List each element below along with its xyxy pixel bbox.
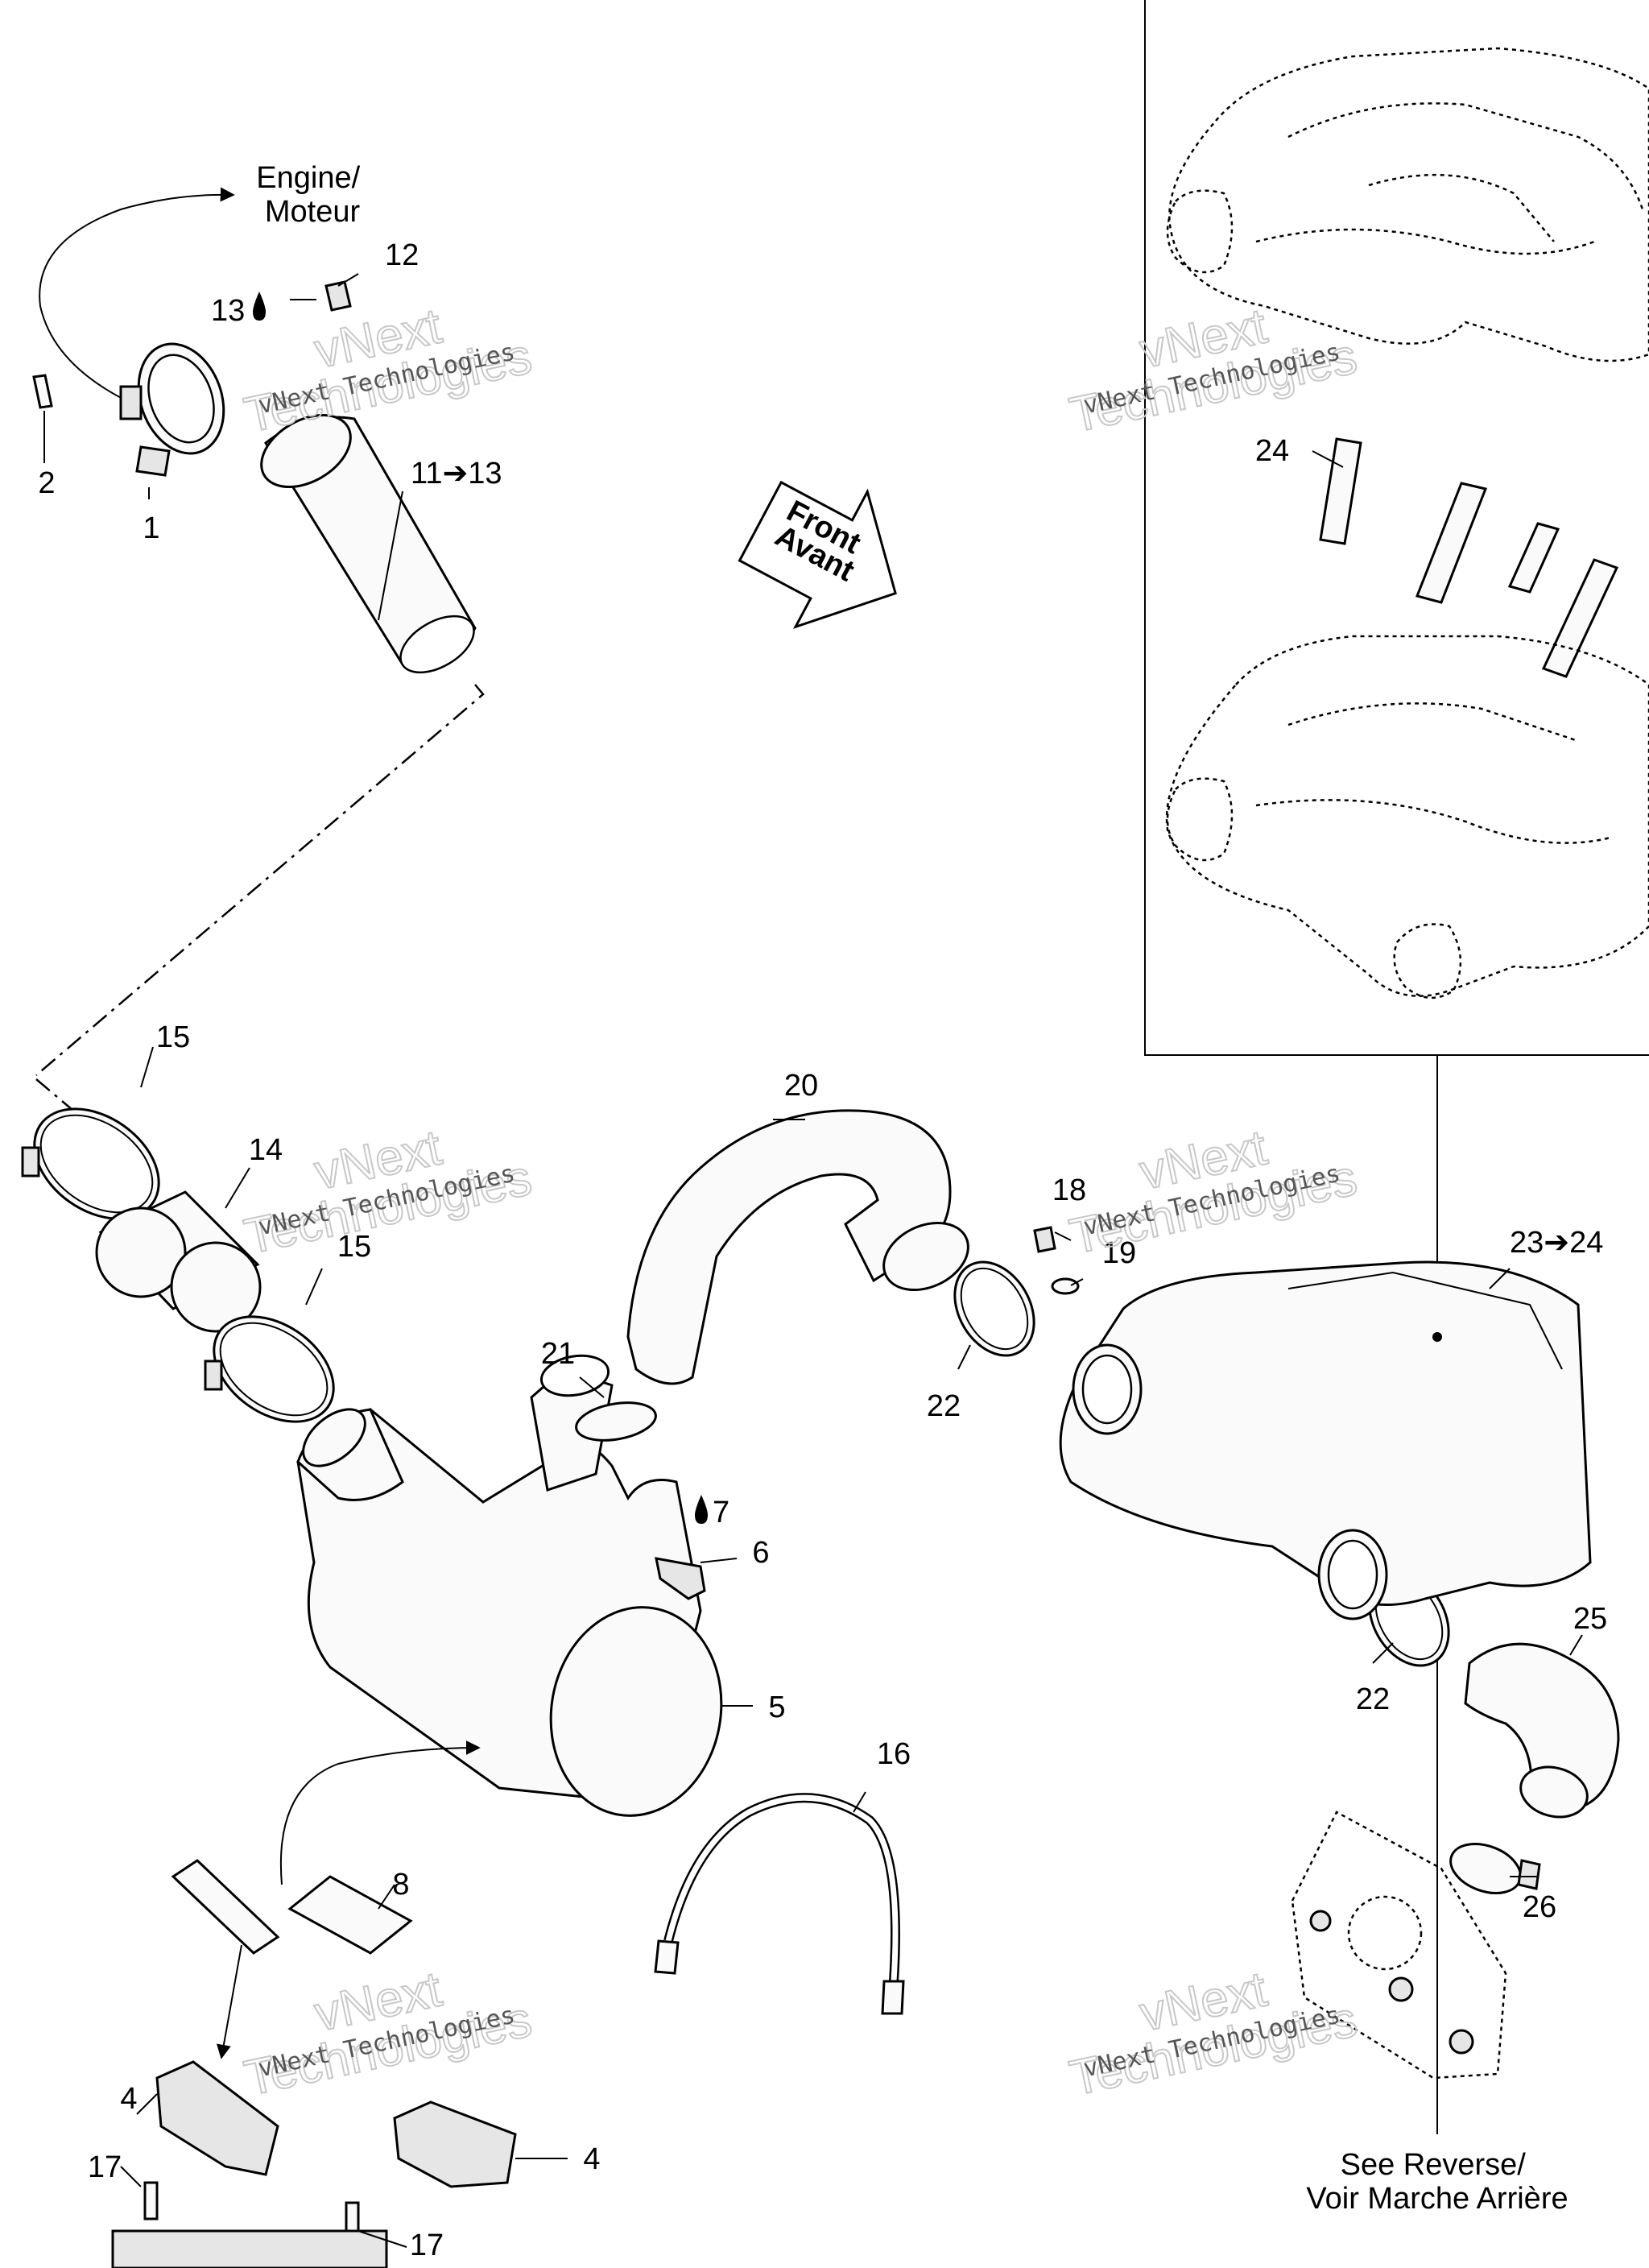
drop-icon: [253, 292, 266, 321]
clamp-part-1: [119, 342, 225, 477]
callout-12: 12: [385, 238, 419, 272]
callout-26: 26: [1523, 1890, 1556, 1924]
watermark-2: vNext Technologies vNext Technologies: [1064, 297, 1362, 444]
callout-13: 13: [211, 294, 245, 328]
bolt-part-18: [1033, 1226, 1056, 1253]
muffler-part-23: [1059, 1260, 1592, 1620]
callout-22-lower: 22: [1356, 1682, 1390, 1716]
callout-17-right: 17: [410, 2229, 444, 2262]
callout-22-upper: 22: [927, 1389, 961, 1423]
hose-part-20: [626, 1109, 969, 1385]
alignment-line-a: [35, 684, 485, 1076]
callout-17-left: 17: [88, 2150, 122, 2184]
pad-part-8: [287, 1875, 413, 1955]
callout-25: 25: [1573, 1602, 1607, 1636]
sensor-part-6: [655, 1557, 706, 1600]
bolt-part-17-left: [143, 2181, 159, 2220]
callout-4-left: 4: [120, 2082, 137, 2116]
muffler-part-5: [296, 1354, 753, 1817]
assembly-arrow: [279, 1740, 481, 1885]
engine-flow-arrow: [39, 187, 235, 420]
inset-muffler-upper: [1166, 47, 1649, 362]
callout-11-13: 11➔13: [411, 457, 502, 490]
callout-23-24: 23➔24: [1510, 1226, 1603, 1260]
clamp-part-26: [1449, 1843, 1522, 1894]
fitting-part-12: [324, 280, 352, 312]
sleeve-part-14: [95, 1190, 262, 1333]
inset-strips: [1319, 437, 1619, 678]
callout-21: 21: [541, 1337, 575, 1371]
callout-24: 24: [1255, 434, 1289, 468]
callout-7: 7: [713, 1496, 729, 1529]
callout-8: 8: [392, 1868, 409, 1902]
engine-label: Engine/ Moteur: [256, 161, 368, 229]
callout-6: 6: [752, 1536, 769, 1570]
inset-muffler-lower: [1165, 635, 1649, 999]
leader-lines: [43, 273, 1583, 2248]
callout-20: 20: [784, 1069, 818, 1103]
mount-part-4-left: [155, 2060, 279, 2176]
inset-panel: [1144, 0, 1649, 2134]
watermark-4: vNext Technologies vNext Technologies: [1064, 1119, 1362, 1265]
bracket-base: [111, 2229, 388, 2268]
washer-part-19: [1051, 1277, 1080, 1295]
callout-2: 2: [38, 466, 55, 500]
callout-4-right: 4: [583, 2142, 600, 2176]
callout-14: 14: [249, 1133, 283, 1167]
drop-icon: [695, 1495, 708, 1524]
pipe-part-11: [260, 413, 477, 674]
down-arrow: [216, 1944, 242, 2059]
gasket: [171, 1859, 280, 1955]
callout-18: 18: [1052, 1173, 1086, 1207]
mount-part-4-right: [393, 2100, 517, 2188]
callout-19: 19: [1102, 1236, 1136, 1270]
strap-part-16: [663, 1793, 900, 1982]
elbow-part-25: [1464, 1642, 1620, 1819]
callout-5: 5: [768, 1691, 785, 1724]
alignment-line-b: [35, 1078, 89, 1124]
watermark-5: vNext Technologies vNext Technologies: [239, 1960, 537, 2107]
watermark-1: vNext Technologies vNext Technologies: [239, 297, 537, 444]
watermark-6: vNext Technologies vNext Technologies: [1064, 1960, 1362, 2107]
callout-15-upper: 15: [156, 1020, 190, 1054]
callout-1: 1: [143, 511, 159, 545]
watermark-3: vNext Technologies vNext Technologies: [239, 1119, 537, 1265]
see-reverse-label: See Reverse/ Voir Marche Arrière: [1306, 2148, 1568, 2216]
callout-15-lower: 15: [337, 1230, 371, 1264]
clamp-part-21: [575, 1401, 657, 1442]
callouts: 1 2 11➔13 12 13 15 14 15 20 21 7 6 5 18 …: [38, 238, 1607, 2262]
reverse-plate: [1291, 1811, 1507, 2080]
callout-16: 16: [877, 1737, 911, 1771]
pin-part-2: [32, 374, 53, 409]
front-arrow-icon: [738, 480, 897, 629]
